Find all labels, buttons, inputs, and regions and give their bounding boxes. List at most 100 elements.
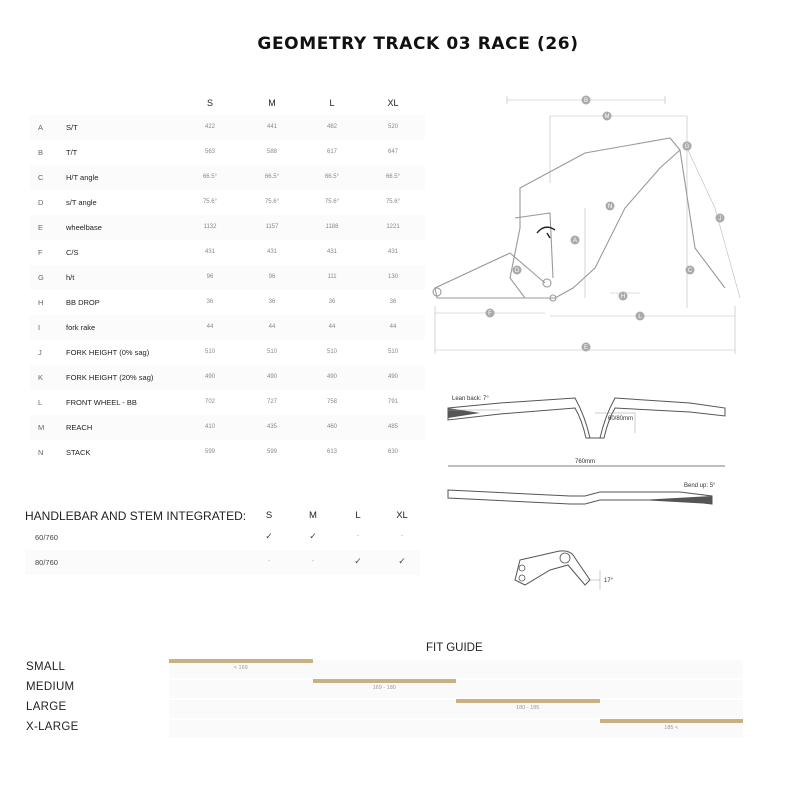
diagram-marker	[715, 213, 725, 223]
cell-value: 599	[204, 449, 216, 455]
fit-row-band	[169, 680, 743, 698]
cell-value: 460	[326, 424, 338, 430]
cell-value: 485	[387, 424, 399, 430]
row-letter: L	[38, 398, 43, 407]
cell-value: 422	[204, 124, 216, 130]
handlebar-stem-table: HANDLEBAR AND STEM INTEGRATED: S M L XL …	[25, 505, 420, 575]
svg-text:Lean back: 7°: Lean back: 7°	[452, 396, 489, 402]
cell-value: 36	[389, 299, 397, 305]
fit-size-label: X-LARGE	[26, 721, 79, 733]
row-label: wheelbase	[66, 223, 102, 232]
diagram-marker	[685, 265, 695, 275]
option-label: 60/760	[35, 533, 58, 542]
svg-text:C: C	[688, 268, 693, 274]
cell-value: 510	[387, 349, 399, 355]
svg-text:H: H	[621, 294, 625, 300]
cell-value: 758	[326, 399, 338, 405]
cell-value: 791	[387, 399, 399, 405]
cell-value: 599	[266, 449, 278, 455]
cell-value: 66.5°	[385, 174, 401, 180]
cell-value: 702	[204, 399, 216, 405]
geometry-table-header: S M L XL	[30, 90, 425, 115]
cell-value: 613	[326, 449, 338, 455]
cell-value: 44	[389, 324, 397, 330]
cell-value: 44	[328, 324, 336, 330]
not-available-mark: -	[267, 558, 271, 565]
option-label: 80/760	[35, 558, 58, 567]
fit-guide-title: FIT GUIDE	[426, 642, 483, 654]
fit-range-bar	[599, 719, 743, 723]
cell-value: 431	[204, 249, 216, 255]
row-label: fork rake	[66, 323, 96, 332]
cell-value: 66.5°	[264, 174, 280, 180]
table-row: 80/760--✓✓	[25, 550, 420, 575]
row-label: T/T	[66, 148, 78, 157]
cell-value: 647	[387, 149, 399, 155]
diagram-marker	[570, 235, 580, 245]
checkmark-icon: ✓	[398, 556, 406, 566]
row-label: FORK HEIGHT (0% sag)	[66, 348, 150, 357]
fit-size-label: LARGE	[26, 701, 67, 713]
svg-text:M: M	[605, 114, 610, 120]
row-label: FORK HEIGHT (20% sag)	[66, 373, 154, 382]
diagram-marker	[682, 141, 692, 151]
cell-value: 510	[204, 349, 216, 355]
row-label: REACH	[66, 423, 93, 432]
size-header: S	[206, 98, 214, 108]
cell-value: 36	[268, 299, 276, 305]
row-label: h/t	[66, 273, 75, 282]
row-letter: F	[38, 248, 43, 257]
row-letter: A	[38, 123, 44, 132]
row-label: H/T angle	[66, 173, 99, 182]
size-header: L	[355, 510, 361, 521]
cell-value: 490	[387, 374, 399, 380]
cell-value: 75.6°	[324, 199, 340, 205]
cell-value: 75.6°	[202, 199, 218, 205]
svg-text:A: A	[573, 238, 577, 244]
diagram-marker	[602, 111, 612, 121]
table-row: 60/760✓✓--	[25, 525, 420, 550]
cell-value: 1157	[265, 224, 279, 230]
cell-value: 617	[326, 149, 338, 155]
cell-value: 111	[327, 274, 337, 280]
svg-text:Bend up: 5°: Bend up: 5°	[684, 483, 716, 489]
row-letter: M	[38, 423, 45, 432]
cell-value: 75.6°	[385, 199, 401, 205]
cell-value: 66.5°	[202, 174, 218, 180]
row-letter: G	[38, 273, 44, 282]
handlebar-table-title: HANDLEBAR AND STEM INTEGRATED:	[25, 509, 247, 523]
row-letter: H	[38, 298, 44, 307]
row-letter: J	[38, 348, 42, 357]
not-available-mark: -	[400, 533, 404, 540]
handlebar-table-header: HANDLEBAR AND STEM INTEGRATED: S M L XL	[25, 505, 420, 525]
diagram-marker	[485, 308, 495, 318]
cell-value: 1221	[386, 224, 400, 230]
handlebar-top-diagram: Lean back: 7° 60/80mm 760mm	[447, 396, 726, 467]
checkmark-icon: ✓	[354, 556, 362, 566]
cell-value: 490	[326, 374, 338, 380]
fit-range-bar	[312, 679, 456, 683]
cell-value: 490	[204, 374, 216, 380]
cell-value: 727	[266, 399, 278, 405]
svg-text:D: D	[515, 268, 520, 274]
cell-value: 36	[328, 299, 336, 305]
row-letter: N	[38, 448, 44, 457]
cell-value: 510	[326, 349, 338, 355]
cell-value: 588	[266, 149, 278, 155]
size-header: M	[268, 98, 276, 108]
size-header: M	[309, 510, 317, 521]
cell-value: 410	[204, 424, 216, 430]
diagram-marker	[581, 95, 591, 105]
diagram-marker	[512, 265, 522, 275]
row-letter: E	[38, 223, 44, 232]
cell-value: 1132	[203, 224, 217, 230]
